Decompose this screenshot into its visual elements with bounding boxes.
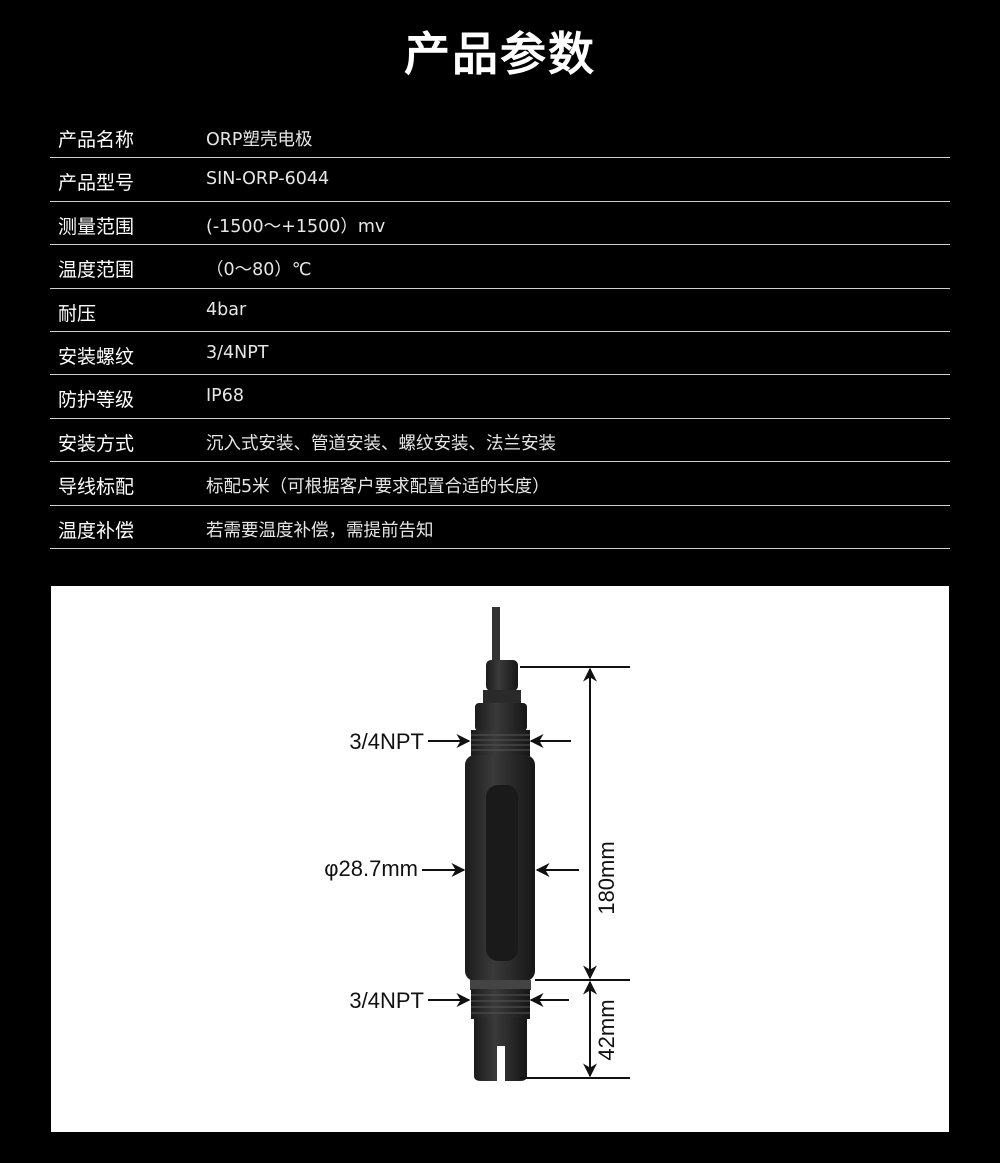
- spec-label: 安装螺纹: [58, 345, 135, 368]
- dimension-lines: [422, 666, 630, 1079]
- spec-row: 产品型号 SIN-ORP-6044: [50, 158, 950, 202]
- spec-label: 温度范围: [58, 259, 135, 282]
- spec-row: 产品名称 ORP塑壳电极: [50, 115, 950, 159]
- tip-length-label: 42mm: [594, 999, 619, 1060]
- spec-row: 温度范围 （0～80）℃: [50, 245, 950, 289]
- spec-row: 安装螺纹 3/4NPT: [50, 332, 950, 376]
- page-title: 产品参数: [404, 27, 596, 81]
- spec-label: 产品名称: [58, 129, 135, 151]
- spec-value: 4bar: [206, 299, 247, 320]
- spec-row: 测量范围 (-1500～+1500）mv: [50, 202, 950, 246]
- probe-body: [465, 607, 535, 1082]
- spec-value: 3/4NPT: [206, 342, 269, 363]
- spec-label: 产品型号: [58, 172, 135, 195]
- spec-value: (-1500～+1500）mv: [206, 216, 386, 237]
- spec-value: IP68: [206, 386, 244, 407]
- lower-thread-label: 3/4NPT: [349, 988, 424, 1013]
- spec-value: ORP塑壳电极: [206, 130, 313, 150]
- diameter-label: φ28.7mm: [324, 856, 418, 881]
- spec-value: 若需要温度补偿，需提前告知: [206, 520, 434, 541]
- spec-value: 沉入式安装、管道安装、螺纹安装、法兰安装: [206, 433, 556, 454]
- upper-thread-label: 3/4NPT: [349, 729, 424, 754]
- spec-label: 防护等级: [58, 389, 135, 412]
- spec-row: 防护等级 IP68: [50, 375, 950, 419]
- spec-row: 耐压 4bar: [50, 289, 950, 332]
- spec-value: 标配5米（可根据客户要求配置合适的长度）: [206, 477, 550, 498]
- spec-label: 温度补偿: [58, 519, 135, 542]
- spec-label: 导线标配: [58, 476, 135, 499]
- spec-row: 安装方式 沉入式安装、管道安装、螺纹安装、法兰安装: [50, 419, 950, 463]
- probe-drawing: 3/4NPT φ28.7mm 3/4NPT 180mm 42mm: [324, 607, 630, 1082]
- spec-value: （0～80）℃: [206, 260, 312, 281]
- length-label: 180mm: [594, 841, 619, 914]
- spec-row: 温度补偿 若需要温度补偿，需提前告知: [50, 506, 950, 549]
- spec-label: 测量范围: [58, 215, 135, 238]
- spec-table: 产品名称 ORP塑壳电极 产品型号 SIN-ORP-6044 测量范围 (-1500～…: [50, 115, 950, 549]
- spec-row: 导线标配 标配5米（可根据客户要求配置合适的长度）: [50, 462, 950, 506]
- spec-label: 安装方式: [58, 432, 135, 455]
- dimension-diagram: 3/4NPT φ28.7mm 3/4NPT 180mm 42mm: [51, 586, 949, 1132]
- spec-label: 耐压: [58, 302, 97, 325]
- spec-value: SIN-ORP-6044: [206, 169, 330, 190]
